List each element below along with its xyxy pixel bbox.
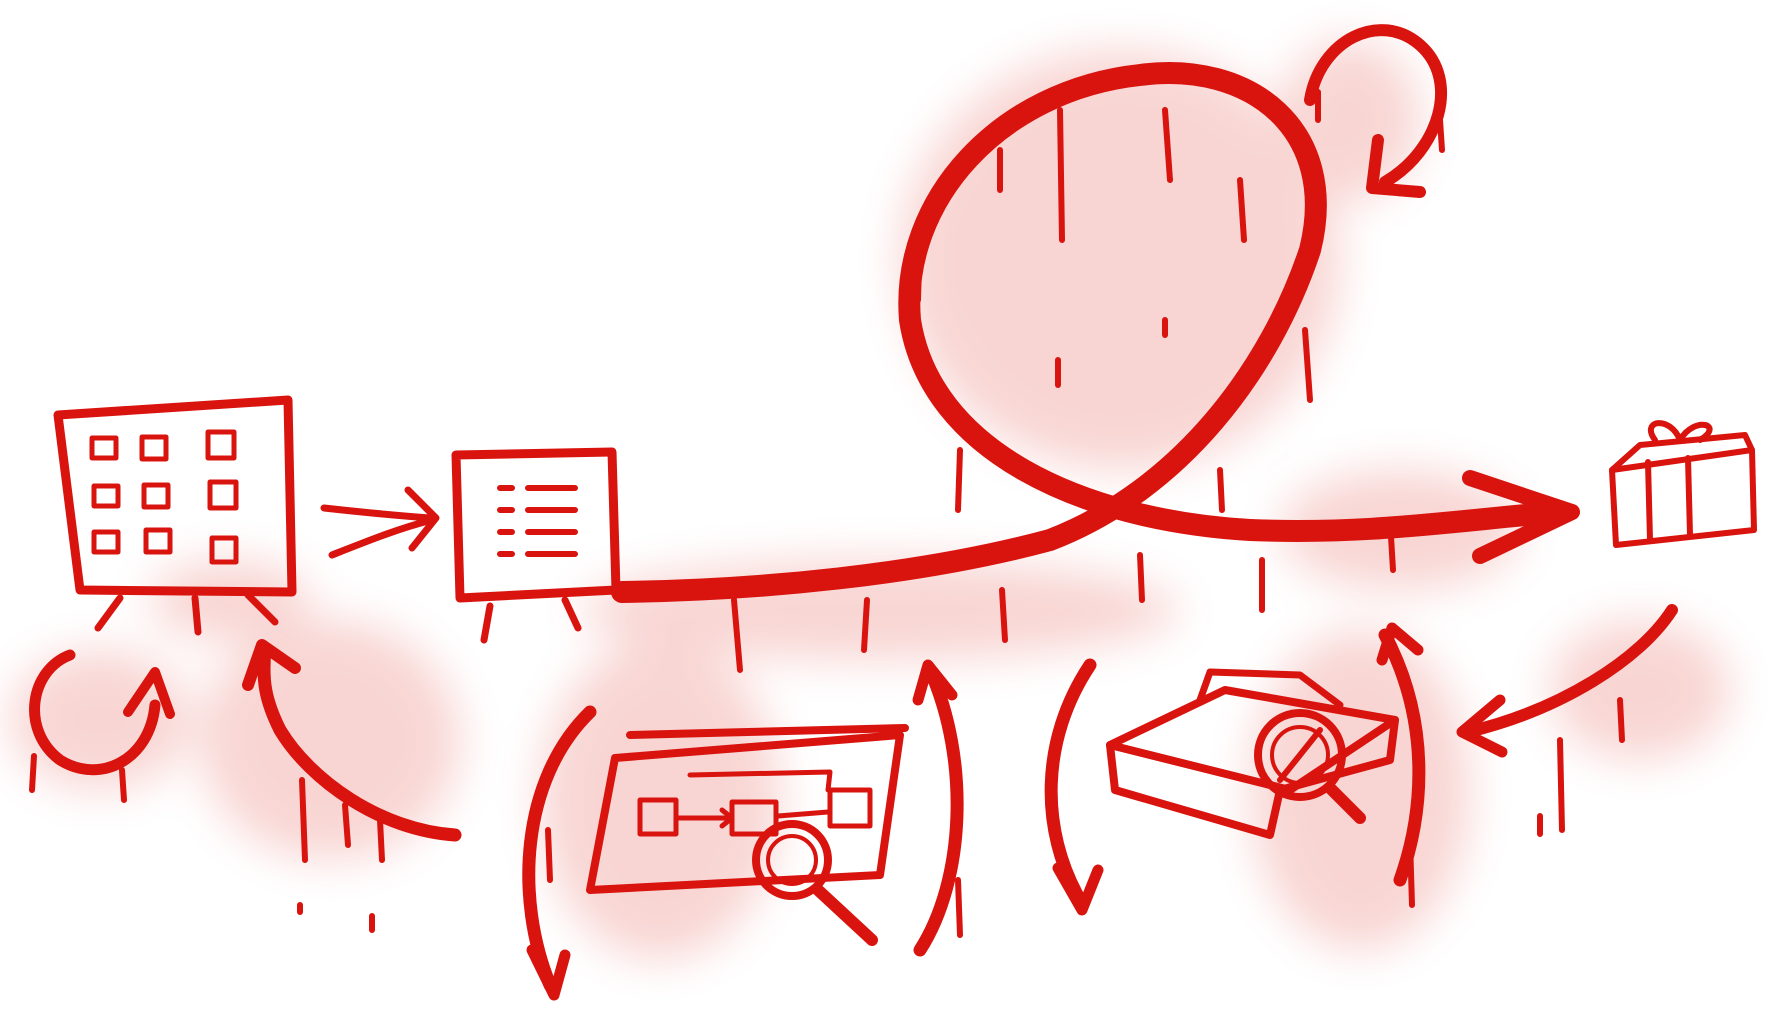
arrow-right-icon: [324, 490, 436, 555]
gift-icon: [1612, 423, 1754, 545]
